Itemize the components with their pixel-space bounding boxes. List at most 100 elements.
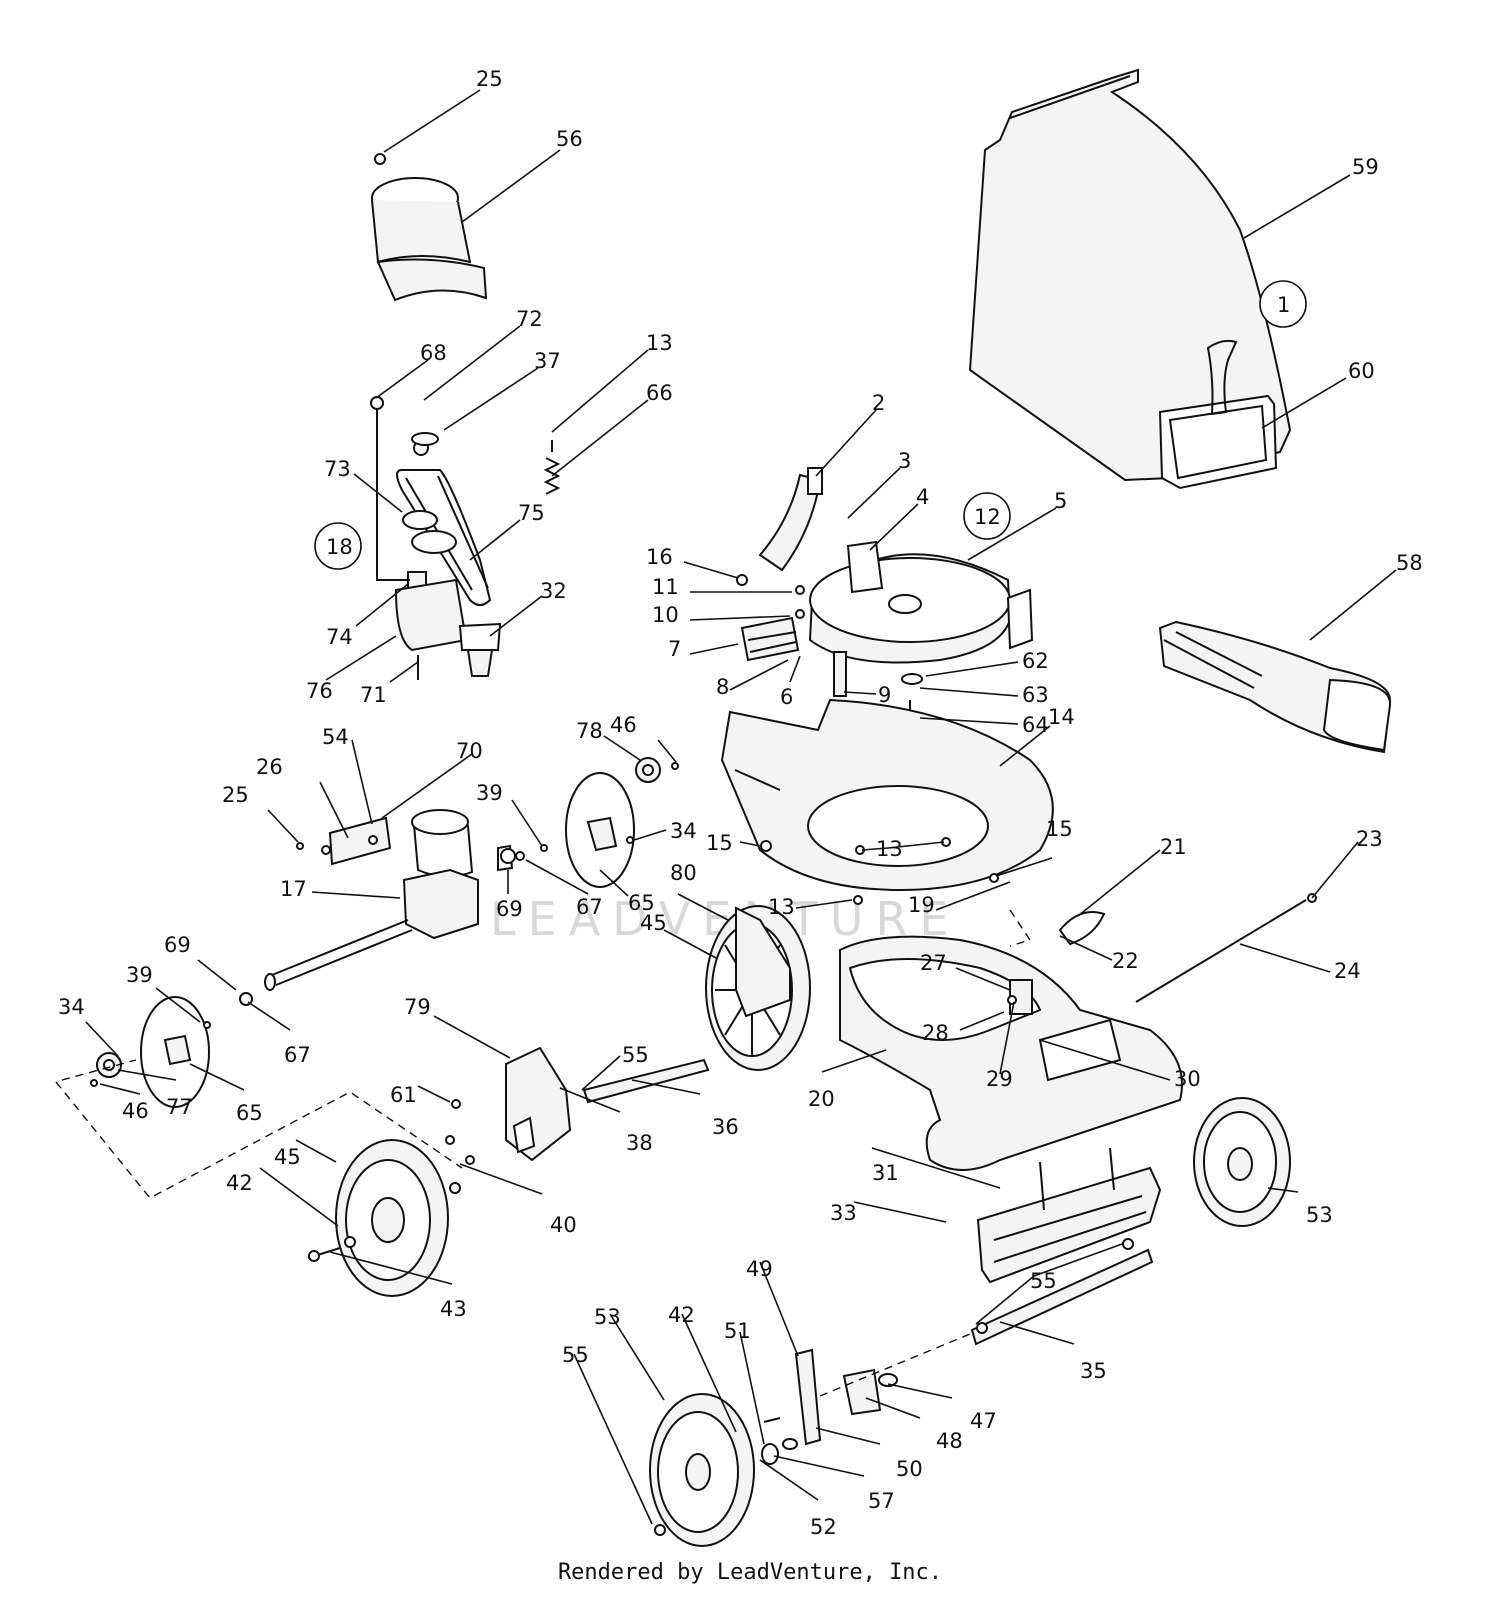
callout-label-80: 80 (670, 861, 697, 885)
footer-credit: Rendered by LeadVenture, Inc. (557, 1560, 943, 1585)
callout-label-9: 9 (878, 683, 891, 707)
callout-label-60: 60 (1348, 359, 1375, 383)
callout-label-10: 10 (652, 603, 679, 627)
callout-label-39: 39 (476, 781, 503, 805)
callout-label-23: 23 (1356, 827, 1383, 851)
callout-label-22: 22 (1112, 949, 1139, 973)
callout-label-55b: 55 (1030, 1269, 1057, 1293)
callout-label-20: 20 (808, 1087, 835, 1111)
callout-label-79: 79 (404, 995, 431, 1019)
callout-label-67: 67 (576, 895, 603, 919)
callout-label-69b: 69 (164, 933, 191, 957)
callout-label-28: 28 (922, 1021, 949, 1045)
callout-label-21: 21 (1160, 835, 1187, 859)
part-deck (839, 935, 1183, 1171)
callout-label-50: 50 (896, 1457, 923, 1481)
part-front-bar (970, 1248, 1154, 1346)
callout-label-13: 13 (646, 331, 673, 355)
callout-label-24: 24 (1334, 959, 1361, 983)
callout-label-25: 25 (476, 67, 503, 91)
part-front-grille (976, 1147, 1162, 1284)
callout-label-18: 18 (326, 535, 353, 559)
callout-label-34: 34 (670, 819, 697, 843)
callout-label-69: 69 (496, 897, 523, 921)
part-rear-wheel-left (307, 1139, 449, 1297)
ref-circle-12 (963, 492, 1011, 540)
callout-label-46b: 46 (122, 1099, 149, 1123)
callout-label-29: 29 (986, 1067, 1013, 1091)
callout-label-39b: 39 (126, 963, 153, 987)
ref-circle-18 (314, 522, 362, 570)
callout-label-73: 73 (324, 457, 351, 481)
ref-circle-1 (1259, 280, 1307, 328)
callout-label-65b: 65 (236, 1101, 263, 1125)
callout-label-74: 74 (326, 625, 353, 649)
callout-label-45: 45 (640, 911, 667, 935)
part-handle-lever (758, 467, 823, 572)
callout-label-57: 57 (868, 1489, 895, 1513)
callout-label-34b: 34 (58, 995, 85, 1019)
callout-label-51: 51 (724, 1319, 751, 1343)
part-collection-bag (968, 68, 1292, 490)
part-bag-frame (1158, 339, 1278, 490)
callout-label-16: 16 (646, 545, 673, 569)
part-axle (264, 919, 413, 991)
callout-label-62: 62 (1022, 649, 1049, 673)
callout-label-3: 3 (898, 449, 911, 473)
callout-label-38: 38 (626, 1131, 653, 1155)
part-gearbox (328, 809, 514, 940)
callout-label-42: 42 (226, 1171, 253, 1195)
callout-label-48: 48 (936, 1429, 963, 1453)
part-knob (1058, 899, 1307, 1003)
callout-label-35: 35 (1080, 1359, 1107, 1383)
callout-label-46: 46 (610, 713, 637, 737)
callout-label-17: 17 (280, 877, 307, 901)
part-belt-assembly (370, 396, 502, 680)
callout-label-30: 30 (1174, 1067, 1201, 1091)
callout-label-4: 4 (916, 485, 929, 509)
callout-label-47: 47 (970, 1409, 997, 1433)
callout-label-61: 61 (390, 1083, 417, 1107)
callout-label-36: 36 (712, 1115, 739, 1139)
callout-label-71: 71 (360, 683, 387, 707)
part-front-wheel-left (649, 1393, 781, 1547)
part-rear-wheel-right (705, 905, 811, 1071)
part-gear-plate-left (96, 996, 210, 1108)
callout-label-2: 2 (872, 391, 885, 415)
callout-label-31: 31 (872, 1161, 899, 1185)
callout-label-64: 64 (1022, 713, 1049, 737)
callout-label-25b: 25 (222, 783, 249, 807)
callout-label-13b: 13 (876, 837, 903, 861)
callout-label-68: 68 (420, 341, 447, 365)
leader-lines (85, 89, 1397, 1525)
callout-label-49: 49 (746, 1257, 773, 1281)
callout-label-59: 59 (1352, 155, 1379, 179)
callout-label-15: 15 (706, 831, 733, 855)
callout-label-5: 5 (1054, 489, 1067, 513)
callout-label-56: 56 (556, 127, 583, 151)
part-intake-chute (371, 153, 488, 302)
callout-label-12: 12 (974, 505, 1001, 529)
part-height-adjuster-plate (505, 1046, 572, 1162)
part-spring (543, 440, 561, 495)
callout-label-65: 65 (628, 891, 655, 915)
callout-label-54: 54 (322, 725, 349, 749)
callout-label-55: 55 (622, 1043, 649, 1067)
fasteners (90, 585, 1317, 1536)
callout-label-40: 40 (550, 1213, 577, 1237)
callout-label-78: 78 (576, 719, 603, 743)
callout-label-8: 8 (716, 675, 729, 699)
callout-label-19: 19 (908, 893, 935, 917)
callout-label-58: 58 (1396, 551, 1423, 575)
callout-labels: 25 56 59 1 60 72 68 37 13 66 73 18 75 32… (58, 67, 1423, 1539)
callout-label-42b: 42 (668, 1303, 695, 1327)
callout-label-37: 37 (534, 349, 561, 373)
part-front-bracket (761, 1348, 898, 1465)
callout-label-53: 53 (1306, 1203, 1333, 1227)
part-impeller-plate (736, 540, 1034, 730)
callout-label-67b: 67 (284, 1043, 311, 1067)
callout-label-14: 14 (1048, 705, 1075, 729)
callout-label-43: 43 (440, 1297, 467, 1321)
callout-label-55c: 55 (562, 1343, 589, 1367)
